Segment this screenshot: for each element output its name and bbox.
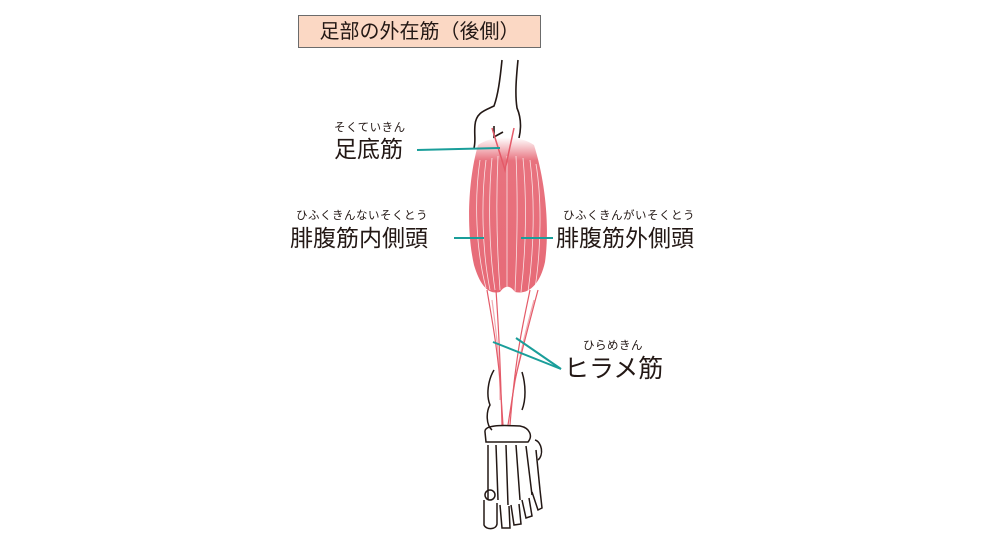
- plantaris-ruby: そくていきん: [334, 120, 406, 134]
- leader-soleus-2: [515, 337, 562, 370]
- soleus-achilles: [486, 289, 539, 426]
- plantaris-label: 足底筋: [334, 137, 403, 163]
- leader-plantaris: [416, 147, 501, 151]
- leader-lines: [416, 147, 562, 370]
- gastrocnemius-muscle: [469, 127, 547, 293]
- soleus-label: ヒラメ筋: [564, 354, 664, 383]
- leader-soleus-1: [492, 341, 562, 370]
- soleus-ruby: ひらめきん: [583, 338, 643, 352]
- gastrocnemius-medial-ruby: ひふくきんないそくとう: [296, 208, 428, 222]
- diagram-title: 足部の外在筋（後側）: [298, 15, 541, 48]
- gastrocnemius-lateral-label: 腓腹筋外側頭: [556, 226, 694, 252]
- gastrocnemius-lateral-ruby: ひふくきんがいそくとう: [563, 208, 695, 222]
- foot-skeleton: [483, 369, 543, 530]
- gastrocnemius-medial-label: 腓腹筋内側頭: [290, 226, 428, 252]
- femur-outline: [473, 59, 522, 149]
